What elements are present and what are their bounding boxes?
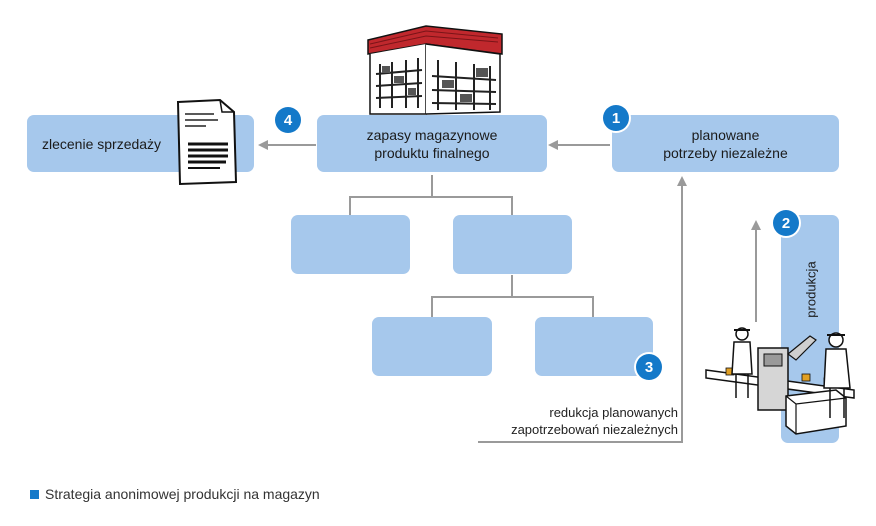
tree-level-2 bbox=[431, 275, 594, 317]
caption-text: Strategia anonimowej produkcji na magazy… bbox=[45, 486, 320, 502]
stock-box: zapasy magazynowe produktu finalnego bbox=[317, 115, 547, 172]
component-box-4 bbox=[535, 317, 653, 376]
stock-label-line2: produktu finalnego bbox=[374, 144, 490, 161]
step-badge-2: 2 bbox=[773, 210, 799, 236]
step-badge-3: 3 bbox=[636, 354, 662, 380]
planned-needs-box: planowane potrzeby niezależne bbox=[612, 115, 839, 172]
step-badge-4: 4 bbox=[275, 107, 301, 133]
sales-order-label: zlecenie sprzedaży bbox=[42, 135, 162, 152]
arrow-reduction bbox=[478, 176, 687, 443]
planned-label-line2: potrzeby niezależne bbox=[663, 144, 788, 161]
figure-caption: Strategia anonimowej produkcji na magazy… bbox=[30, 486, 320, 502]
caption-marker-icon bbox=[30, 489, 39, 499]
component-box-1 bbox=[291, 215, 410, 274]
stock-label-line1: zapasy magazynowe bbox=[366, 126, 498, 143]
reduction-line2: zapotrzebowań niezależnych bbox=[511, 422, 678, 437]
component-box-2 bbox=[453, 215, 572, 274]
tree-level-1 bbox=[349, 175, 513, 215]
planned-label-line1: planowane bbox=[691, 126, 760, 143]
step-badge-1: 1 bbox=[603, 105, 629, 131]
component-box-3 bbox=[372, 317, 492, 376]
reduction-line1: redukcja planowanych bbox=[549, 405, 678, 420]
reduction-annotation: redukcja planowanych zapotrzebowań nieza… bbox=[440, 404, 678, 438]
